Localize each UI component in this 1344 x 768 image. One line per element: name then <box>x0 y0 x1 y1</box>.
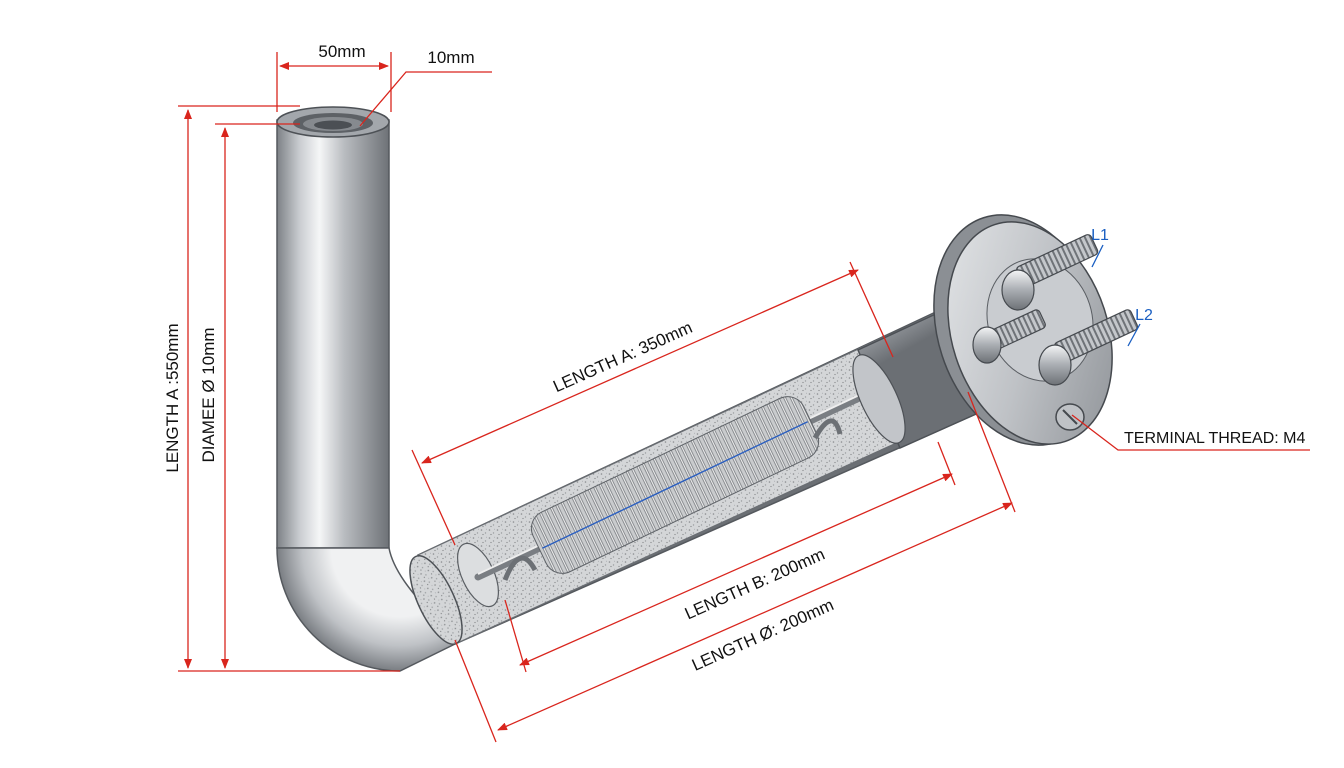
thread-top-label: 10mm <box>427 48 474 67</box>
terminal-l2-label: L2 <box>1135 307 1153 324</box>
terminal-l1-label: L1 <box>1091 227 1109 244</box>
heating-tube <box>276 106 986 672</box>
terminal-stud-middle <box>972 309 1046 364</box>
terminal-thread-label: TERMINAL THREAD: M4 <box>1124 430 1305 447</box>
dimension-lines <box>178 52 1310 743</box>
terminal-stud-l2 <box>1038 309 1139 386</box>
width-top-label: 50mm <box>318 42 365 61</box>
terminal-stud-l1 <box>1001 234 1099 311</box>
tube-bend <box>276 547 457 672</box>
vertical-diameter-label: DIAMEE Ø 10mm <box>199 327 218 462</box>
vertical-tube <box>276 119 390 549</box>
vertical-length-label: LENGTH A :550mm <box>163 323 182 472</box>
length-a-label: LENGTH A: 350mm <box>550 318 695 396</box>
